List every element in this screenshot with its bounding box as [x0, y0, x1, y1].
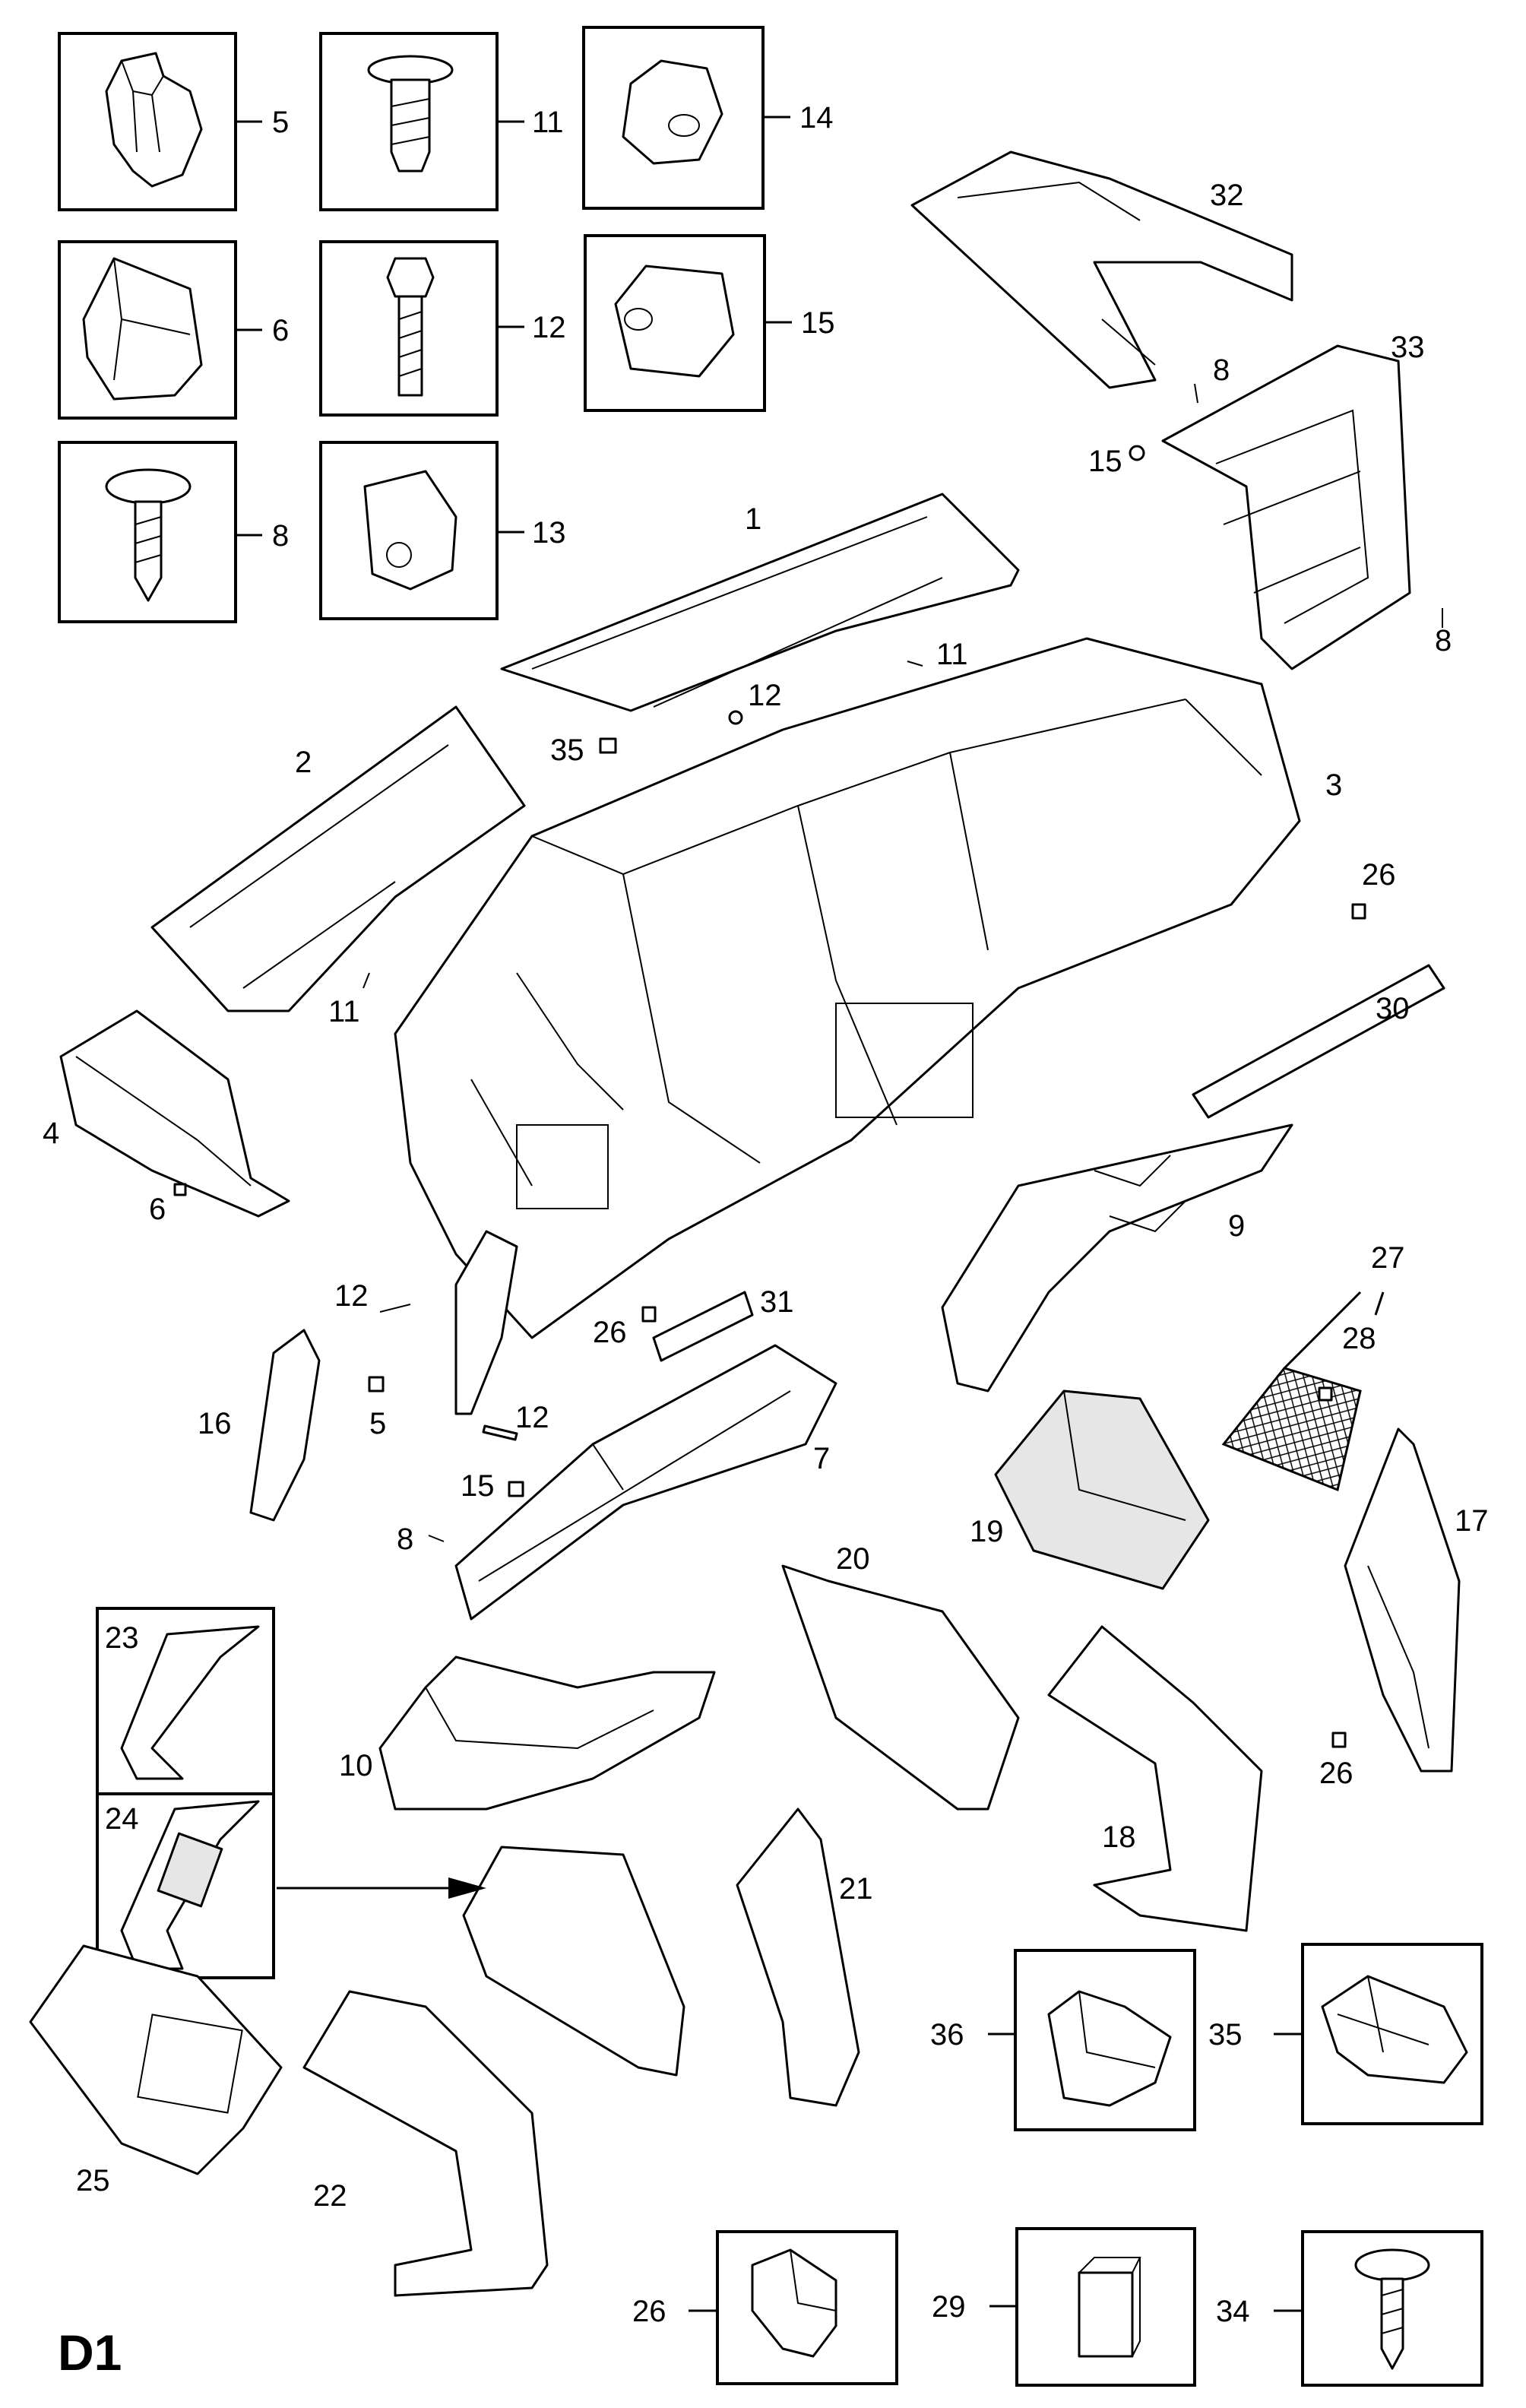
label-15-top: 15	[1088, 445, 1122, 478]
label-12-low: 12	[515, 1401, 549, 1434]
label-2: 2	[295, 746, 312, 779]
detail-box-6: 6	[58, 240, 289, 420]
detail-box-5: 5	[58, 32, 289, 211]
label-7: 7	[813, 1442, 830, 1475]
label-15: 15	[801, 306, 835, 340]
label-5: 5	[272, 106, 289, 139]
part-9-lower-cover	[941, 1123, 1293, 1393]
label-26-mid: 26	[593, 1316, 627, 1349]
detail-box-34: 34	[1216, 2230, 1483, 2387]
label-8: 8	[272, 519, 289, 553]
label-16: 16	[198, 1407, 232, 1440]
label-14: 14	[799, 101, 834, 135]
label-25: 25	[76, 2164, 110, 2197]
label-27: 27	[1371, 1241, 1405, 1275]
detail-box-36: 36	[930, 1949, 1196, 2131]
label-18: 18	[1102, 1820, 1136, 1854]
detail-box-12: 12	[319, 240, 566, 417]
part-bracket-left	[454, 1230, 518, 1415]
part-22-lower-trim	[302, 1990, 549, 2297]
label-5-left: 5	[369, 1407, 386, 1440]
part-1-upper-panel	[500, 493, 1020, 712]
label-12-left: 12	[334, 1279, 369, 1313]
part-25-lower-assembly	[29, 1944, 283, 2175]
label-24: 24	[105, 1802, 139, 1836]
label-22: 22	[313, 2179, 347, 2213]
label-8-right: 8	[1435, 624, 1452, 657]
part-18-lower-trim	[1047, 1625, 1263, 1932]
label-23: 23	[105, 1621, 139, 1655]
part-3-main-panel	[394, 637, 1301, 1339]
diagram-code: D1	[58, 2324, 122, 2381]
label-4: 4	[43, 1117, 59, 1150]
label-10: 10	[339, 1749, 373, 1782]
label-34: 34	[1216, 2295, 1250, 2328]
label-31: 31	[760, 1285, 794, 1319]
label-30: 30	[1376, 992, 1410, 1025]
label-6-left: 6	[149, 1193, 166, 1226]
part-20-side-panel	[781, 1564, 1020, 1811]
part-2-left-panel	[150, 705, 526, 1012]
part-10-support	[378, 1656, 716, 1811]
label-17: 17	[1455, 1504, 1489, 1538]
label-8-top: 8	[1213, 353, 1230, 387]
label-3: 3	[1325, 768, 1342, 802]
detail-box-11: 11	[319, 32, 564, 211]
label-9: 9	[1228, 1209, 1245, 1243]
label-26-right: 26	[1362, 858, 1396, 892]
label-21: 21	[839, 1872, 873, 1906]
label-33: 33	[1391, 331, 1425, 364]
label-8-low: 8	[397, 1522, 413, 1556]
label-11: 11	[532, 106, 564, 139]
label-13: 13	[532, 516, 566, 550]
label-35-mid: 35	[550, 733, 584, 767]
detail-box-26: 26	[632, 2230, 898, 2385]
label-11-mid: 11	[936, 638, 968, 671]
label-26-low: 26	[1319, 1757, 1353, 1790]
detail-box-14: 14	[582, 26, 834, 210]
label-12-mid: 12	[748, 679, 782, 712]
label-29: 29	[932, 2290, 966, 2324]
part-31-strip	[652, 1291, 754, 1362]
part-27-net	[1221, 1367, 1362, 1492]
detail-box-8: 8	[58, 441, 289, 623]
label-32: 32	[1210, 179, 1244, 212]
label-19: 19	[970, 1515, 1004, 1548]
detail-box-13: 13	[319, 441, 566, 620]
part-21-post-trim	[736, 1808, 860, 2107]
detail-box-15: 15	[584, 234, 835, 412]
part-16-side-vent	[249, 1329, 321, 1522]
part-19-console-side	[994, 1389, 1210, 1590]
label-26-box: 26	[632, 2295, 666, 2328]
detail-box-29: 29	[932, 2227, 1196, 2387]
part-32-trim	[910, 150, 1293, 389]
label-36: 36	[930, 2018, 964, 2052]
label-1: 1	[745, 502, 761, 536]
part-24-installed	[462, 1846, 685, 2077]
label-12: 12	[532, 311, 566, 344]
label-35-box: 35	[1208, 2018, 1243, 2052]
part-30-trim-strip	[1192, 964, 1445, 1119]
part-33-frame	[1161, 344, 1411, 670]
label-15-low: 15	[461, 1469, 495, 1503]
label-20: 20	[836, 1542, 870, 1576]
label-6: 6	[272, 314, 289, 347]
detail-box-23-24: 23 24	[96, 1607, 275, 1979]
label-28: 28	[1342, 1322, 1376, 1355]
part-7-glovebox	[454, 1344, 837, 1621]
part-17-right-trim	[1344, 1427, 1461, 1773]
part-4-left-end	[59, 1009, 290, 1218]
detail-box-35: 35	[1208, 1943, 1483, 2125]
label-11-left: 11	[328, 995, 360, 1028]
